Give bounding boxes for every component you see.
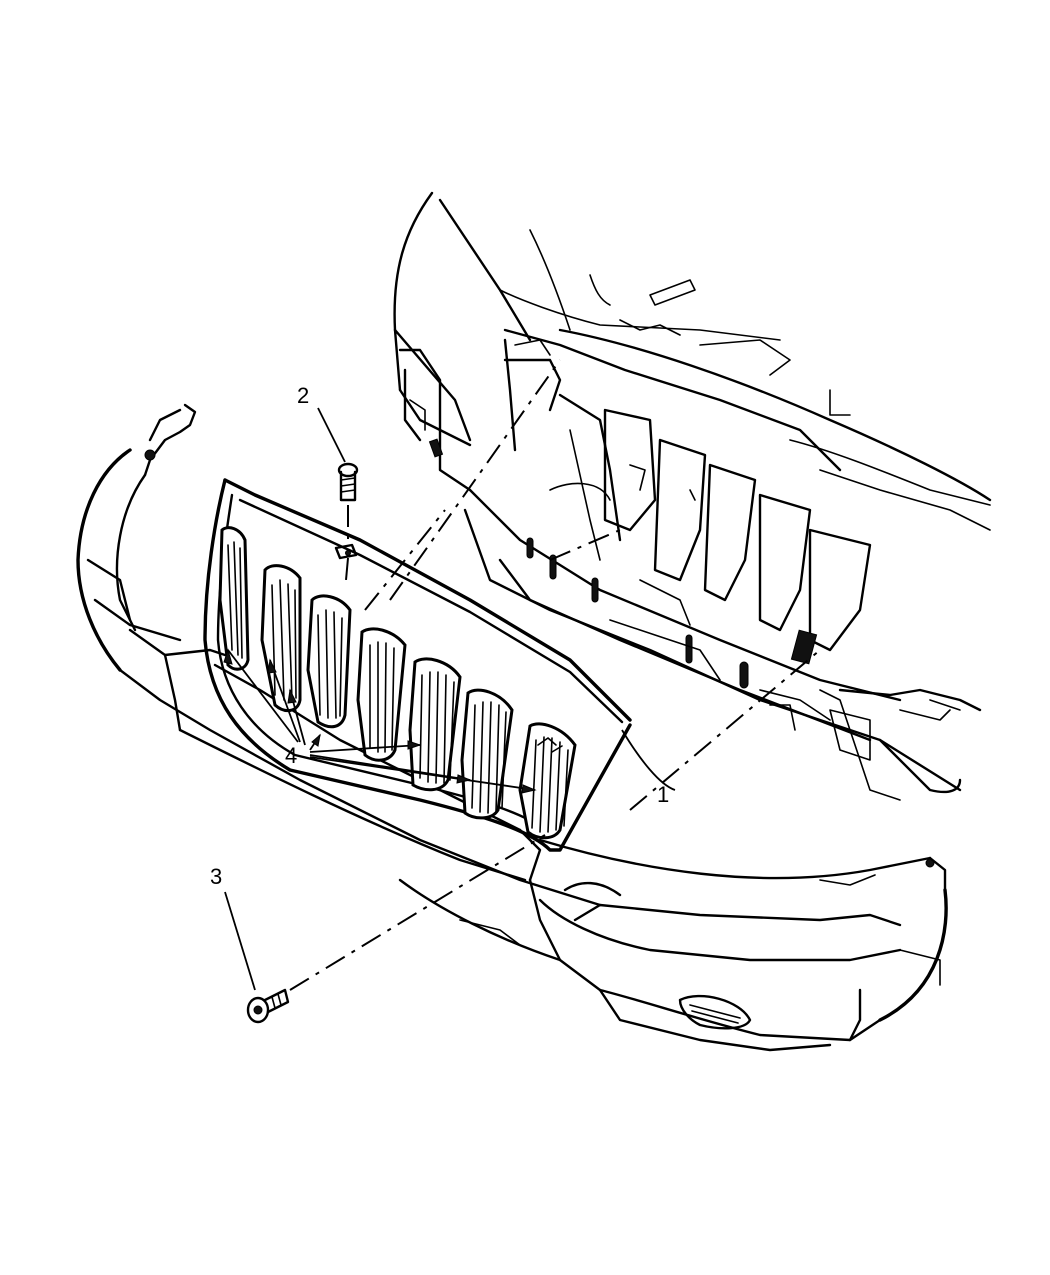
assembly-centerlines [289, 359, 821, 991]
side-screw [246, 988, 290, 1024]
front-bumper-fascia [76, 403, 948, 1052]
top-screw [334, 462, 359, 560]
grille-inserts [227, 541, 569, 833]
callout-3-side-screw: 3 [210, 864, 222, 889]
grille [203, 478, 632, 852]
callout-2-top-screw: 2 [297, 383, 309, 408]
callout-1-grille: 1 [657, 782, 669, 807]
grille-slots [218, 526, 577, 840]
vehicle-front-end [393, 191, 992, 801]
leader-lines [223, 407, 676, 991]
callout-4-inserts: 4 [285, 743, 297, 768]
